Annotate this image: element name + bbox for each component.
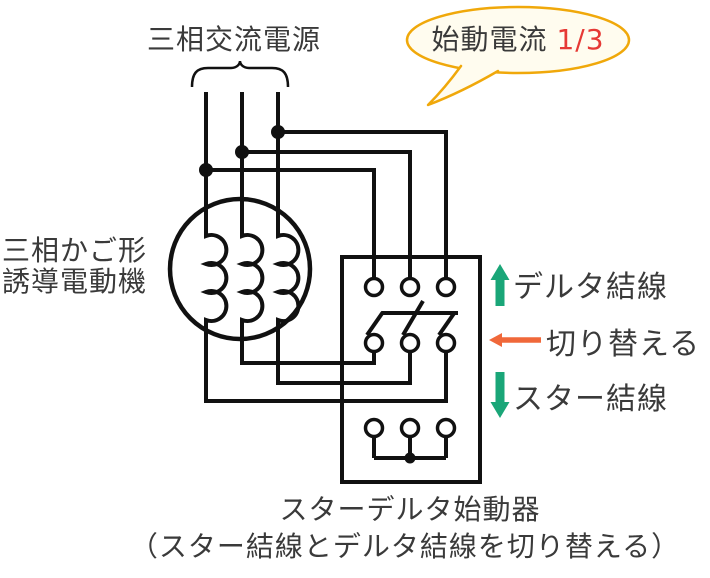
switch-blade [437, 310, 457, 337]
terminal-circle [435, 417, 457, 439]
branch-line-right [278, 130, 448, 279]
switch-blade [365, 310, 385, 337]
starter-caption: スターデルタ始動器 [279, 493, 541, 526]
phase-line-left [200, 92, 448, 403]
star-point-dot [404, 452, 416, 464]
bubble-value: 1/3 [556, 23, 605, 56]
speech-bubble-tail [426, 64, 500, 107]
terminal-circle [399, 332, 421, 354]
starter-caption-sub: （スター結線とデルタ結線を切り替える） [129, 530, 681, 563]
motor-label: 三相かご形 誘導電動機 [2, 235, 147, 297]
power-source-label: 三相交流電源 [147, 23, 322, 56]
junction-dot [235, 145, 249, 159]
delta-up-arrow-icon [490, 264, 510, 306]
star-point-link [372, 437, 448, 460]
terminal-circle [363, 276, 385, 298]
starter-box [340, 255, 482, 484]
terminal-circle [399, 276, 421, 298]
terminal-circle [435, 276, 457, 298]
branch-lines [199, 125, 448, 279]
speech-bubble-body [405, 5, 631, 75]
star-connection-label: スター結線 [513, 382, 668, 417]
terminals-bottom [363, 417, 457, 464]
terminals-top [363, 276, 457, 298]
bubble-text: 始動電流 [431, 23, 548, 56]
junction-dot [199, 163, 213, 177]
phase-line-middle [236, 92, 376, 365]
branch-line-left [206, 168, 376, 279]
power-brace [190, 60, 290, 88]
motor-circle [167, 196, 313, 342]
junction-dot [271, 125, 285, 139]
knife-switch [365, 299, 458, 337]
switch-blade-handle [401, 299, 425, 337]
switch-left-arrow-icon [489, 333, 541, 347]
terminals-middle [363, 332, 457, 354]
branch-line-middle [242, 150, 412, 279]
star-down-arrow-icon [490, 372, 510, 418]
speech-bubble [405, 5, 631, 107]
motor-label-line2: 誘導電動機 [2, 265, 148, 298]
motor-label-line1: 三相かご形 [2, 234, 148, 267]
terminal-circle [363, 332, 385, 354]
switch-label: 切り替える [546, 327, 701, 362]
terminal-circle [399, 417, 421, 439]
terminal-circle [363, 417, 385, 439]
terminal-circle [435, 332, 457, 354]
delta-connection-label: デルタ結線 [513, 270, 668, 305]
